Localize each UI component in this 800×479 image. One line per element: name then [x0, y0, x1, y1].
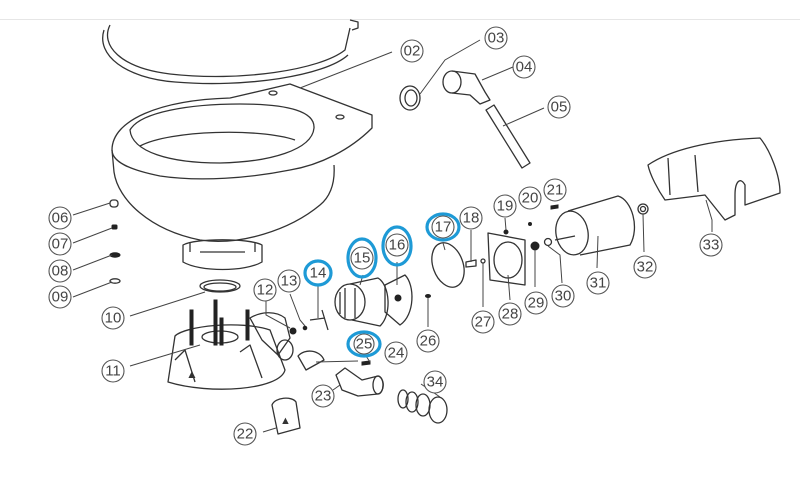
callout-label: 32: [637, 259, 654, 276]
callout-label: 08: [52, 263, 69, 280]
callout-label: 21: [547, 182, 564, 199]
callout-label: 29: [528, 295, 545, 312]
callout-label: 18: [463, 210, 480, 227]
part-cover-22: ▲: [271, 397, 301, 435]
part-hose-adapter-34: [397, 389, 448, 424]
callout-label: 16: [389, 237, 406, 254]
callout-label: 07: [52, 236, 69, 253]
part-oring-17: [431, 242, 465, 288]
callout-11[interactable]: 11: [101, 359, 125, 383]
callout-26[interactable]: 26: [416, 329, 440, 353]
callout-label: 03: [488, 30, 505, 47]
part-toilet-lid: [102, 19, 359, 85]
part-plate-28: [487, 222, 532, 286]
callout-label: 24: [388, 345, 405, 362]
highlight-ring: [346, 330, 382, 358]
callout-02[interactable]: 02: [400, 39, 424, 63]
part-washer-32: [637, 203, 649, 215]
callout-15[interactable]: 15: [346, 237, 378, 279]
callout-label: 23: [315, 388, 332, 405]
callout-label: 06: [52, 210, 69, 227]
callout-label: 30: [555, 288, 572, 305]
highlight-ring: [425, 212, 461, 242]
callout-12[interactable]: 12: [253, 278, 277, 302]
part-bowl-base-flange: [182, 239, 263, 271]
callout-34[interactable]: 34: [423, 370, 447, 394]
part-impeller-16: [384, 274, 413, 326]
callout-21[interactable]: 21: [543, 178, 567, 202]
callout-label: 33: [703, 237, 720, 254]
callout-29[interactable]: 29: [524, 291, 548, 315]
callout-20[interactable]: 20: [518, 186, 542, 210]
svg-text:▲: ▲: [280, 415, 291, 427]
part-outlet-23: [335, 360, 384, 397]
part-bearings-29-30: [530, 204, 559, 251]
callout-07[interactable]: 07: [48, 232, 72, 256]
callout-10[interactable]: 10: [101, 306, 125, 330]
callout-19[interactable]: 19: [493, 194, 517, 218]
highlight-ring: [346, 237, 378, 279]
callout-label: 13: [281, 273, 298, 290]
callout-label: 12: [257, 282, 274, 299]
part-screw-18-27: [465, 258, 486, 268]
callout-05[interactable]: 05: [547, 95, 571, 119]
callout-23[interactable]: 23: [311, 384, 335, 408]
callout-label: 15: [354, 250, 371, 267]
callout-31[interactable]: 31: [586, 271, 610, 295]
callout-label: 28: [502, 306, 519, 323]
highlight-ring: [381, 225, 413, 267]
callout-label: 25: [356, 336, 373, 353]
callout-label: 19: [497, 198, 514, 215]
callout-32[interactable]: 32: [633, 255, 657, 279]
callout-09[interactable]: 09: [48, 285, 72, 309]
top-divider: [0, 19, 800, 20]
callout-14[interactable]: 14: [303, 259, 333, 287]
part-valve-25: [297, 350, 325, 371]
callout-label: 31: [590, 275, 607, 292]
callout-label: 14: [310, 265, 327, 282]
part-shroud-33: [647, 137, 781, 221]
callout-33[interactable]: 33: [699, 233, 723, 257]
callout-label: 17: [435, 219, 452, 236]
callout-30[interactable]: 30: [551, 284, 575, 308]
part-ring-10: [199, 279, 241, 293]
callout-13[interactable]: 13: [277, 269, 301, 293]
callout-28[interactable]: 28: [498, 302, 522, 326]
callout-18[interactable]: 18: [459, 206, 483, 230]
callout-label: 04: [516, 59, 533, 76]
callout-label: 10: [105, 310, 122, 327]
part-pump-housing-15: [334, 277, 389, 327]
part-pin-14: [309, 309, 329, 331]
callout-label: 11: [105, 363, 121, 380]
callout-03[interactable]: 03: [484, 26, 508, 50]
callout-17[interactable]: 17: [425, 212, 461, 242]
part-dot-26: [425, 294, 431, 298]
highlight-ring: [303, 259, 333, 287]
callout-16[interactable]: 16: [381, 225, 413, 267]
svg-text:▲: ▲: [186, 367, 198, 381]
callout-27[interactable]: 27: [471, 310, 495, 334]
part-toilet-bowl: [111, 83, 373, 242]
callout-24[interactable]: 24: [384, 341, 408, 365]
callout-label: 09: [52, 289, 69, 306]
callout-label: 20: [522, 190, 539, 207]
callout-25[interactable]: 25: [346, 330, 382, 358]
part-fittings-03-04-05: [399, 70, 531, 169]
callout-label: 26: [420, 333, 437, 350]
callout-04[interactable]: 04: [512, 55, 536, 79]
callout-label: 27: [475, 314, 492, 331]
callout-label: 02: [404, 43, 421, 60]
callout-label: 05: [551, 99, 568, 116]
part-motor-31: [554, 195, 635, 256]
callout-08[interactable]: 08: [48, 259, 72, 283]
callout-label: 34: [427, 374, 444, 391]
part-elbow-12: [249, 312, 308, 361]
part-small-fittings-06-09: [109, 199, 121, 284]
callout-06[interactable]: 06: [48, 206, 72, 230]
callout-22[interactable]: 22: [233, 422, 257, 446]
callout-label: 22: [237, 426, 254, 443]
